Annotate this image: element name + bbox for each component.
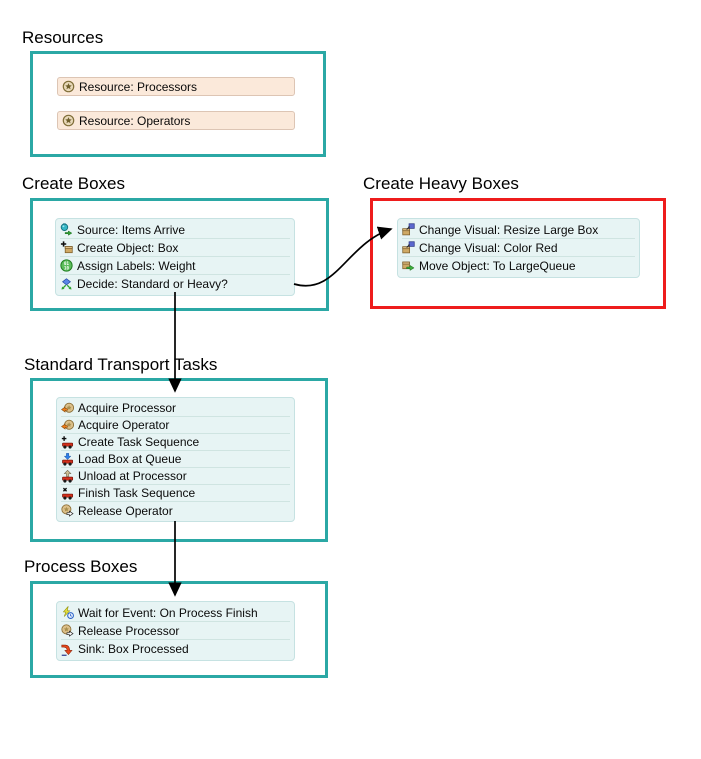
activity-release-operator[interactable]: Release Operator [61, 502, 290, 519]
activity-label: Move Object: To LargeQueue [419, 259, 576, 273]
acquire-icon [61, 419, 74, 432]
activity-source-items-arrive[interactable]: Source: Items Arrive [60, 221, 290, 239]
activity-change-visual-resize-large-box[interactable]: Change Visual: Resize Large Box [402, 221, 635, 239]
sink-icon [61, 643, 74, 656]
resource-icon [62, 114, 75, 127]
create-boxes-activity-block[interactable]: Source: Items Arrive Create Object: Box … [55, 218, 295, 296]
activity-label: Change Visual: Color Red [419, 240, 558, 255]
create-object-icon [60, 241, 73, 254]
activity-decide-standard-or-heavy[interactable]: Decide: Standard or Heavy? [60, 275, 290, 293]
change-visual-icon [402, 241, 415, 254]
activity-label: Acquire Operator [78, 418, 170, 432]
activity-label: Change Visual: Resize Large Box [419, 222, 599, 237]
resources-container-box[interactable] [30, 51, 326, 157]
finish-task-sequence-icon [61, 487, 74, 500]
assign-labels-icon [60, 259, 73, 272]
create-heavy-boxes-activity-block[interactable]: Change Visual: Resize Large Box Change V… [397, 218, 640, 278]
activity-label: Create Task Sequence [78, 435, 200, 449]
move-object-icon [402, 260, 415, 273]
acquire-icon [61, 402, 74, 415]
activity-resource-processors[interactable]: Resource: Processors [57, 77, 295, 96]
resource-icon [62, 80, 75, 93]
section-title-resources: Resources [22, 28, 104, 47]
activity-acquire-processor[interactable]: Acquire Processor [61, 400, 290, 417]
activity-label: Create Object: Box [77, 240, 179, 255]
activity-load-box-at-queue[interactable]: Load Box at Queue [61, 451, 290, 468]
standard-transport-tasks-activity-block[interactable]: Acquire Processor Acquire Operator Creat… [56, 397, 295, 522]
create-task-sequence-icon [61, 436, 74, 449]
wait-for-event-icon [61, 606, 74, 619]
activity-move-object-to-largequeue[interactable]: Move Object: To LargeQueue [402, 257, 635, 275]
activity-release-processor[interactable]: Release Processor [61, 622, 290, 640]
activity-label: Load Box at Queue [78, 452, 182, 466]
activity-sink-box-processed[interactable]: Sink: Box Processed [61, 640, 290, 658]
activity-label: Release Operator [78, 503, 173, 518]
activity-change-visual-color-red[interactable]: Change Visual: Color Red [402, 239, 635, 257]
activity-label: Resource: Operators [79, 113, 191, 128]
load-icon [61, 453, 74, 466]
activity-label: Finish Task Sequence [78, 486, 196, 500]
decide-icon [60, 278, 73, 291]
section-title-create-boxes: Create Boxes [22, 174, 125, 193]
activity-label: Decide: Standard or Heavy? [77, 277, 228, 291]
activity-acquire-operator[interactable]: Acquire Operator [61, 417, 290, 434]
release-icon [61, 504, 74, 517]
activity-label: Sink: Box Processed [78, 642, 189, 656]
activity-label: Assign Labels: Weight [77, 258, 196, 273]
activity-label: Release Processor [78, 623, 180, 638]
section-title-create-heavy-boxes: Create Heavy Boxes [363, 174, 519, 193]
release-icon [61, 624, 74, 637]
source-icon [60, 223, 73, 236]
change-visual-icon [402, 223, 415, 236]
activity-label: Acquire Processor [78, 401, 177, 415]
activity-create-task-sequence[interactable]: Create Task Sequence [61, 434, 290, 451]
unload-icon [61, 470, 74, 483]
activity-finish-task-sequence[interactable]: Finish Task Sequence [61, 485, 290, 502]
activity-wait-for-event-on-process-finish[interactable]: Wait for Event: On Process Finish [61, 604, 290, 622]
activity-label: Resource: Processors [79, 79, 198, 94]
activity-label: Unload at Processor [78, 469, 187, 483]
section-title-standard-transport-tasks: Standard Transport Tasks [24, 355, 218, 374]
activity-create-object-box[interactable]: Create Object: Box [60, 239, 290, 257]
process-boxes-activity-block[interactable]: Wait for Event: On Process Finish Releas… [56, 601, 295, 661]
activity-label: Source: Items Arrive [77, 222, 186, 237]
activity-label: Wait for Event: On Process Finish [78, 605, 258, 620]
section-title-process-boxes: Process Boxes [24, 557, 138, 576]
activity-assign-labels-weight[interactable]: Assign Labels: Weight [60, 257, 290, 275]
activity-resource-operators[interactable]: Resource: Operators [57, 111, 295, 130]
activity-unload-at-processor[interactable]: Unload at Processor [61, 468, 290, 485]
